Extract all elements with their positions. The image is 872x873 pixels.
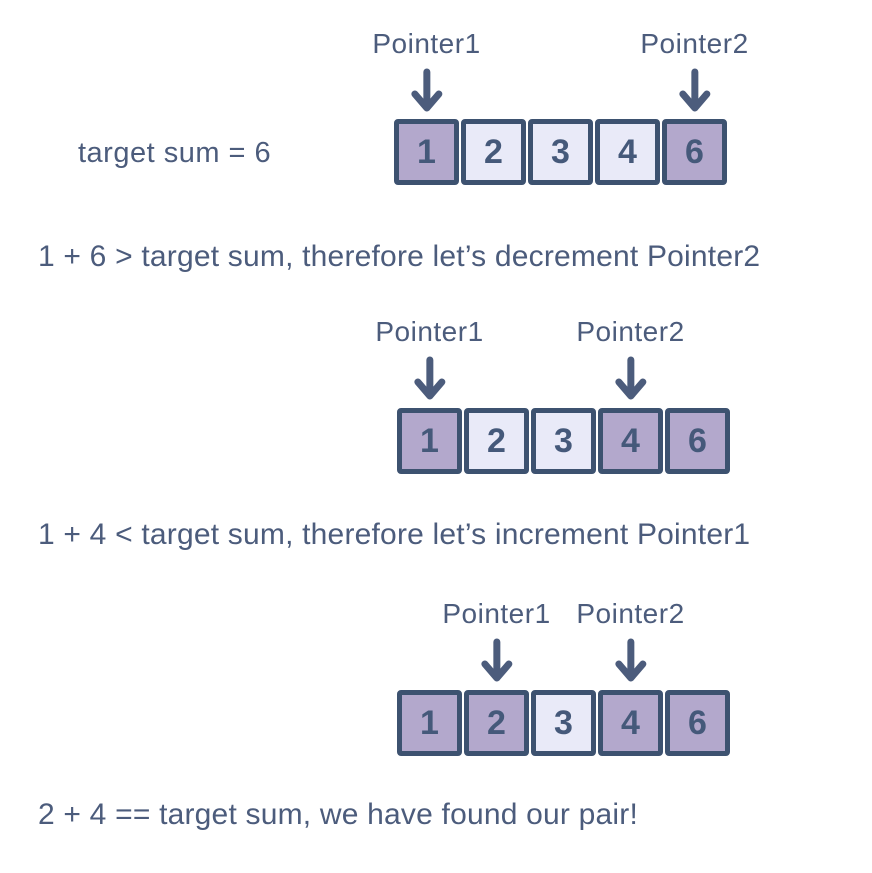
array-cell: 1	[397, 690, 462, 756]
cell-value: 1	[417, 133, 436, 171]
array-cell: 2	[464, 690, 529, 756]
array-cell: 4	[598, 408, 663, 474]
down-arrow-icon	[413, 356, 445, 400]
down-arrow-icon	[410, 68, 442, 112]
cell-value: 3	[551, 133, 570, 171]
cell-value: 4	[618, 133, 637, 171]
cell-value: 2	[484, 133, 503, 171]
down-arrow-icon	[614, 638, 646, 682]
target-sum-label: target sum = 6	[78, 137, 272, 169]
array-row: 1 2 3 4 6	[397, 408, 730, 474]
cell-value: 1	[420, 704, 439, 742]
pointer2-label: Pointer2	[576, 598, 685, 629]
step-caption: 2 + 4 == target sum, we have found our p…	[38, 798, 638, 831]
cell-value: 6	[688, 704, 707, 742]
cell-value: 6	[685, 133, 704, 171]
cell-value: 4	[621, 422, 640, 460]
down-arrow-icon	[614, 356, 646, 400]
step-caption: 1 + 6 > target sum, therefore let’s decr…	[38, 240, 761, 273]
array-row: 1 2 3 4 6	[397, 690, 730, 756]
array-cell: 6	[662, 119, 727, 185]
cell-value: 2	[487, 704, 506, 742]
array-cell: 6	[665, 408, 730, 474]
down-arrow-icon	[480, 638, 512, 682]
pointer1-label: Pointer1	[375, 316, 484, 347]
cell-value: 6	[688, 422, 707, 460]
step-caption: 1 + 4 < target sum, therefore let’s incr…	[38, 518, 751, 551]
pointer2-marker: Pointer2	[576, 597, 684, 684]
pointer2-label: Pointer2	[576, 316, 685, 347]
array-cell: 3	[531, 408, 596, 474]
array-row: 1 2 3 4 6	[394, 119, 727, 185]
pointer2-marker: Pointer2	[640, 27, 748, 114]
array-cell: 1	[397, 408, 462, 474]
cell-value: 3	[554, 704, 573, 742]
pointer1-marker: Pointer1	[442, 597, 550, 684]
pointer1-marker: Pointer1	[372, 27, 480, 114]
array-cell: 4	[595, 119, 660, 185]
pointer2-label: Pointer2	[640, 28, 749, 59]
cell-value: 2	[487, 422, 506, 460]
array-cell: 3	[531, 690, 596, 756]
array-cell: 2	[464, 408, 529, 474]
cell-value: 4	[621, 704, 640, 742]
pointer2-marker: Pointer2	[576, 315, 684, 402]
array-cell: 1	[394, 119, 459, 185]
pointer1-marker: Pointer1	[375, 315, 483, 402]
cell-value: 3	[554, 422, 573, 460]
cell-value: 1	[420, 422, 439, 460]
array-cell: 6	[665, 690, 730, 756]
array-cell: 2	[461, 119, 526, 185]
pointer1-label: Pointer1	[442, 598, 551, 629]
down-arrow-icon	[678, 68, 710, 112]
array-cell: 4	[598, 690, 663, 756]
array-cell: 3	[528, 119, 593, 185]
pointer1-label: Pointer1	[372, 28, 481, 59]
